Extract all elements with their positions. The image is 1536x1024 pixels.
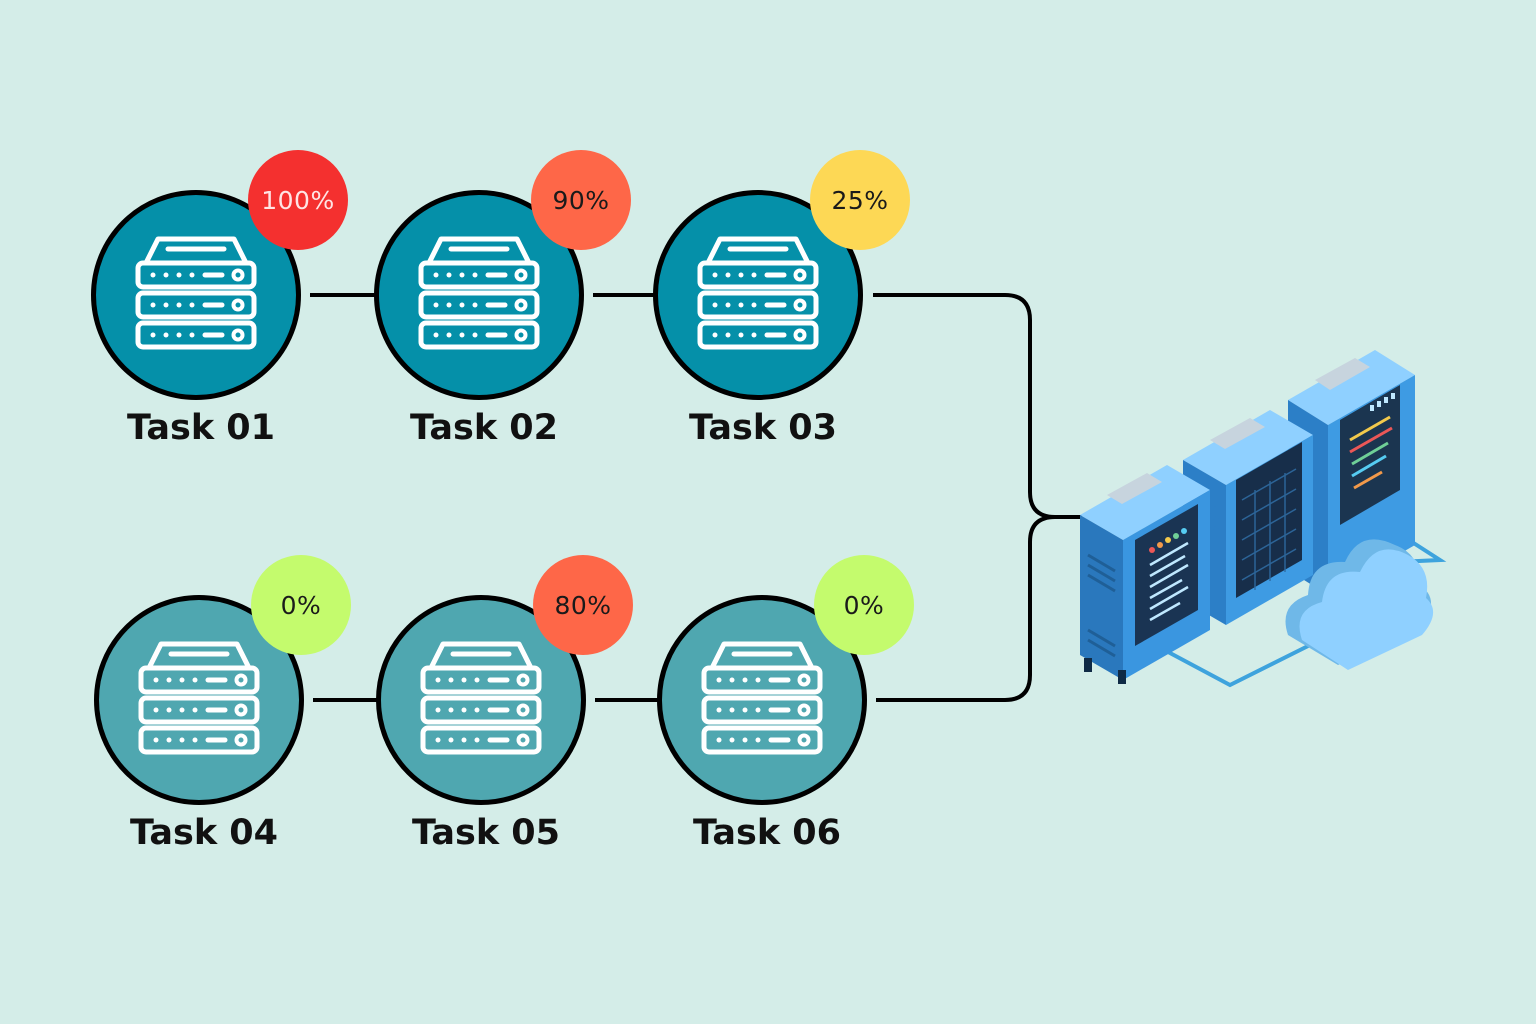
task-label: Task 02 xyxy=(410,408,558,448)
task-node[interactable]: 100% Task 01 xyxy=(51,150,351,470)
progress-badge: 100% xyxy=(248,150,348,250)
server-cluster-cloud-icon xyxy=(1080,350,1447,688)
task-node[interactable]: 25% Task 03 xyxy=(613,150,913,470)
progress-badge: 0% xyxy=(814,555,914,655)
task-node[interactable]: 0% Task 04 xyxy=(54,555,354,875)
server-stack-icon xyxy=(690,227,826,363)
server-stack-icon xyxy=(413,632,549,768)
progress-badge: 0% xyxy=(251,555,351,655)
link-task03-hub xyxy=(873,293,1082,519)
task-node[interactable]: 0% Task 06 xyxy=(617,555,917,875)
server-stack-icon xyxy=(128,227,264,363)
task-label: Task 06 xyxy=(693,813,841,853)
server-stack-icon xyxy=(694,632,830,768)
progress-badge: 90% xyxy=(531,150,631,250)
server-stack-icon xyxy=(131,632,267,768)
server-stack-icon xyxy=(411,227,547,363)
task-node[interactable]: 90% Task 02 xyxy=(334,150,634,470)
task-label: Task 01 xyxy=(127,408,275,448)
task-label: Task 04 xyxy=(130,813,278,853)
link-task06-hub xyxy=(876,515,1056,702)
task-node[interactable]: 80% Task 05 xyxy=(336,555,636,875)
task-label: Task 03 xyxy=(689,408,837,448)
progress-badge: 80% xyxy=(533,555,633,655)
progress-badge: 25% xyxy=(810,150,910,250)
task-label: Task 05 xyxy=(412,813,560,853)
